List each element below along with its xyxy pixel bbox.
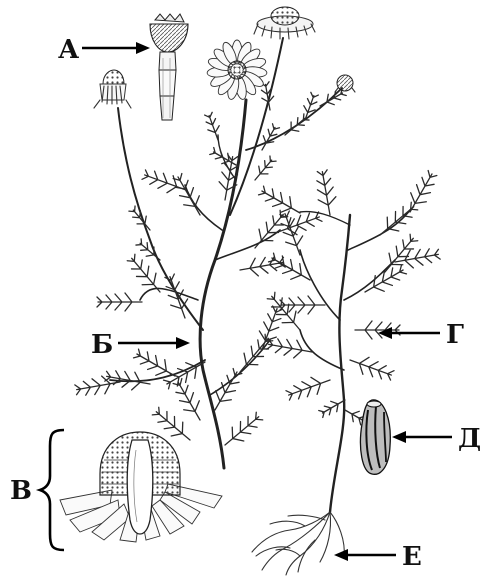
label-v: В [10, 476, 32, 506]
flower-head-section [60, 432, 222, 542]
drooping-flower [94, 70, 131, 108]
label-a: А [58, 35, 79, 65]
label-e: Е [402, 542, 422, 572]
label-d-pointer [392, 431, 452, 443]
label-d: Д [458, 424, 481, 454]
tubular-floret-detail [150, 14, 188, 120]
roots [252, 512, 344, 575]
label-e-pointer [334, 549, 396, 561]
label-v-brace [40, 430, 64, 550]
top-right-flower [254, 7, 315, 39]
label-b-pointer [118, 337, 190, 349]
achene-detail [360, 400, 390, 474]
label-g-pointer [378, 327, 440, 339]
main-plant [74, 7, 355, 468]
label-b: Б [91, 330, 113, 360]
label-a-pointer [82, 42, 150, 54]
label-g: Г [446, 320, 464, 350]
open-flower [207, 40, 268, 100]
flower-bud [335, 75, 355, 92]
